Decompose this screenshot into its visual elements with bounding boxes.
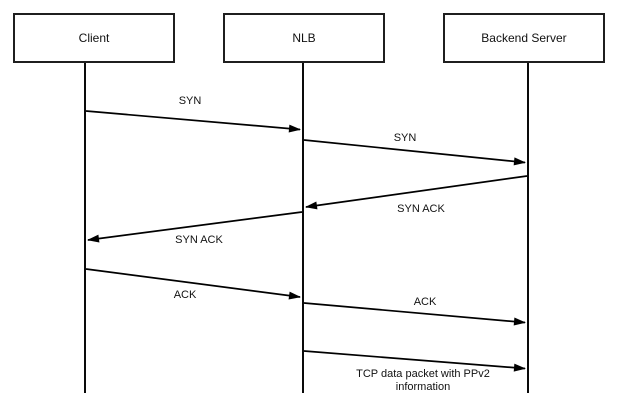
message-label: TCP data packet with PPv2 information [356,368,490,393]
message-label: SYN ACK [175,234,223,246]
message-label: SYN [178,95,202,107]
actor-label-backend: Backend Server [481,31,567,45]
message-label: ACK [413,296,437,308]
actor-box-client: Client [13,13,175,63]
actor-box-nlb: NLB [223,13,385,63]
message-arrow [303,350,526,372]
message-label: ACK [173,289,197,301]
lifeline-client [84,63,86,393]
actor-label-nlb: NLB [292,31,316,45]
actor-box-backend: Backend Server [443,13,605,63]
lifeline-backend [527,63,529,393]
lifeline-nlb [302,63,304,393]
actor-label-client: Client [78,31,110,45]
message-label: SYN [393,132,417,144]
message-arrow [85,110,301,133]
message-label: SYN ACK [397,203,445,215]
